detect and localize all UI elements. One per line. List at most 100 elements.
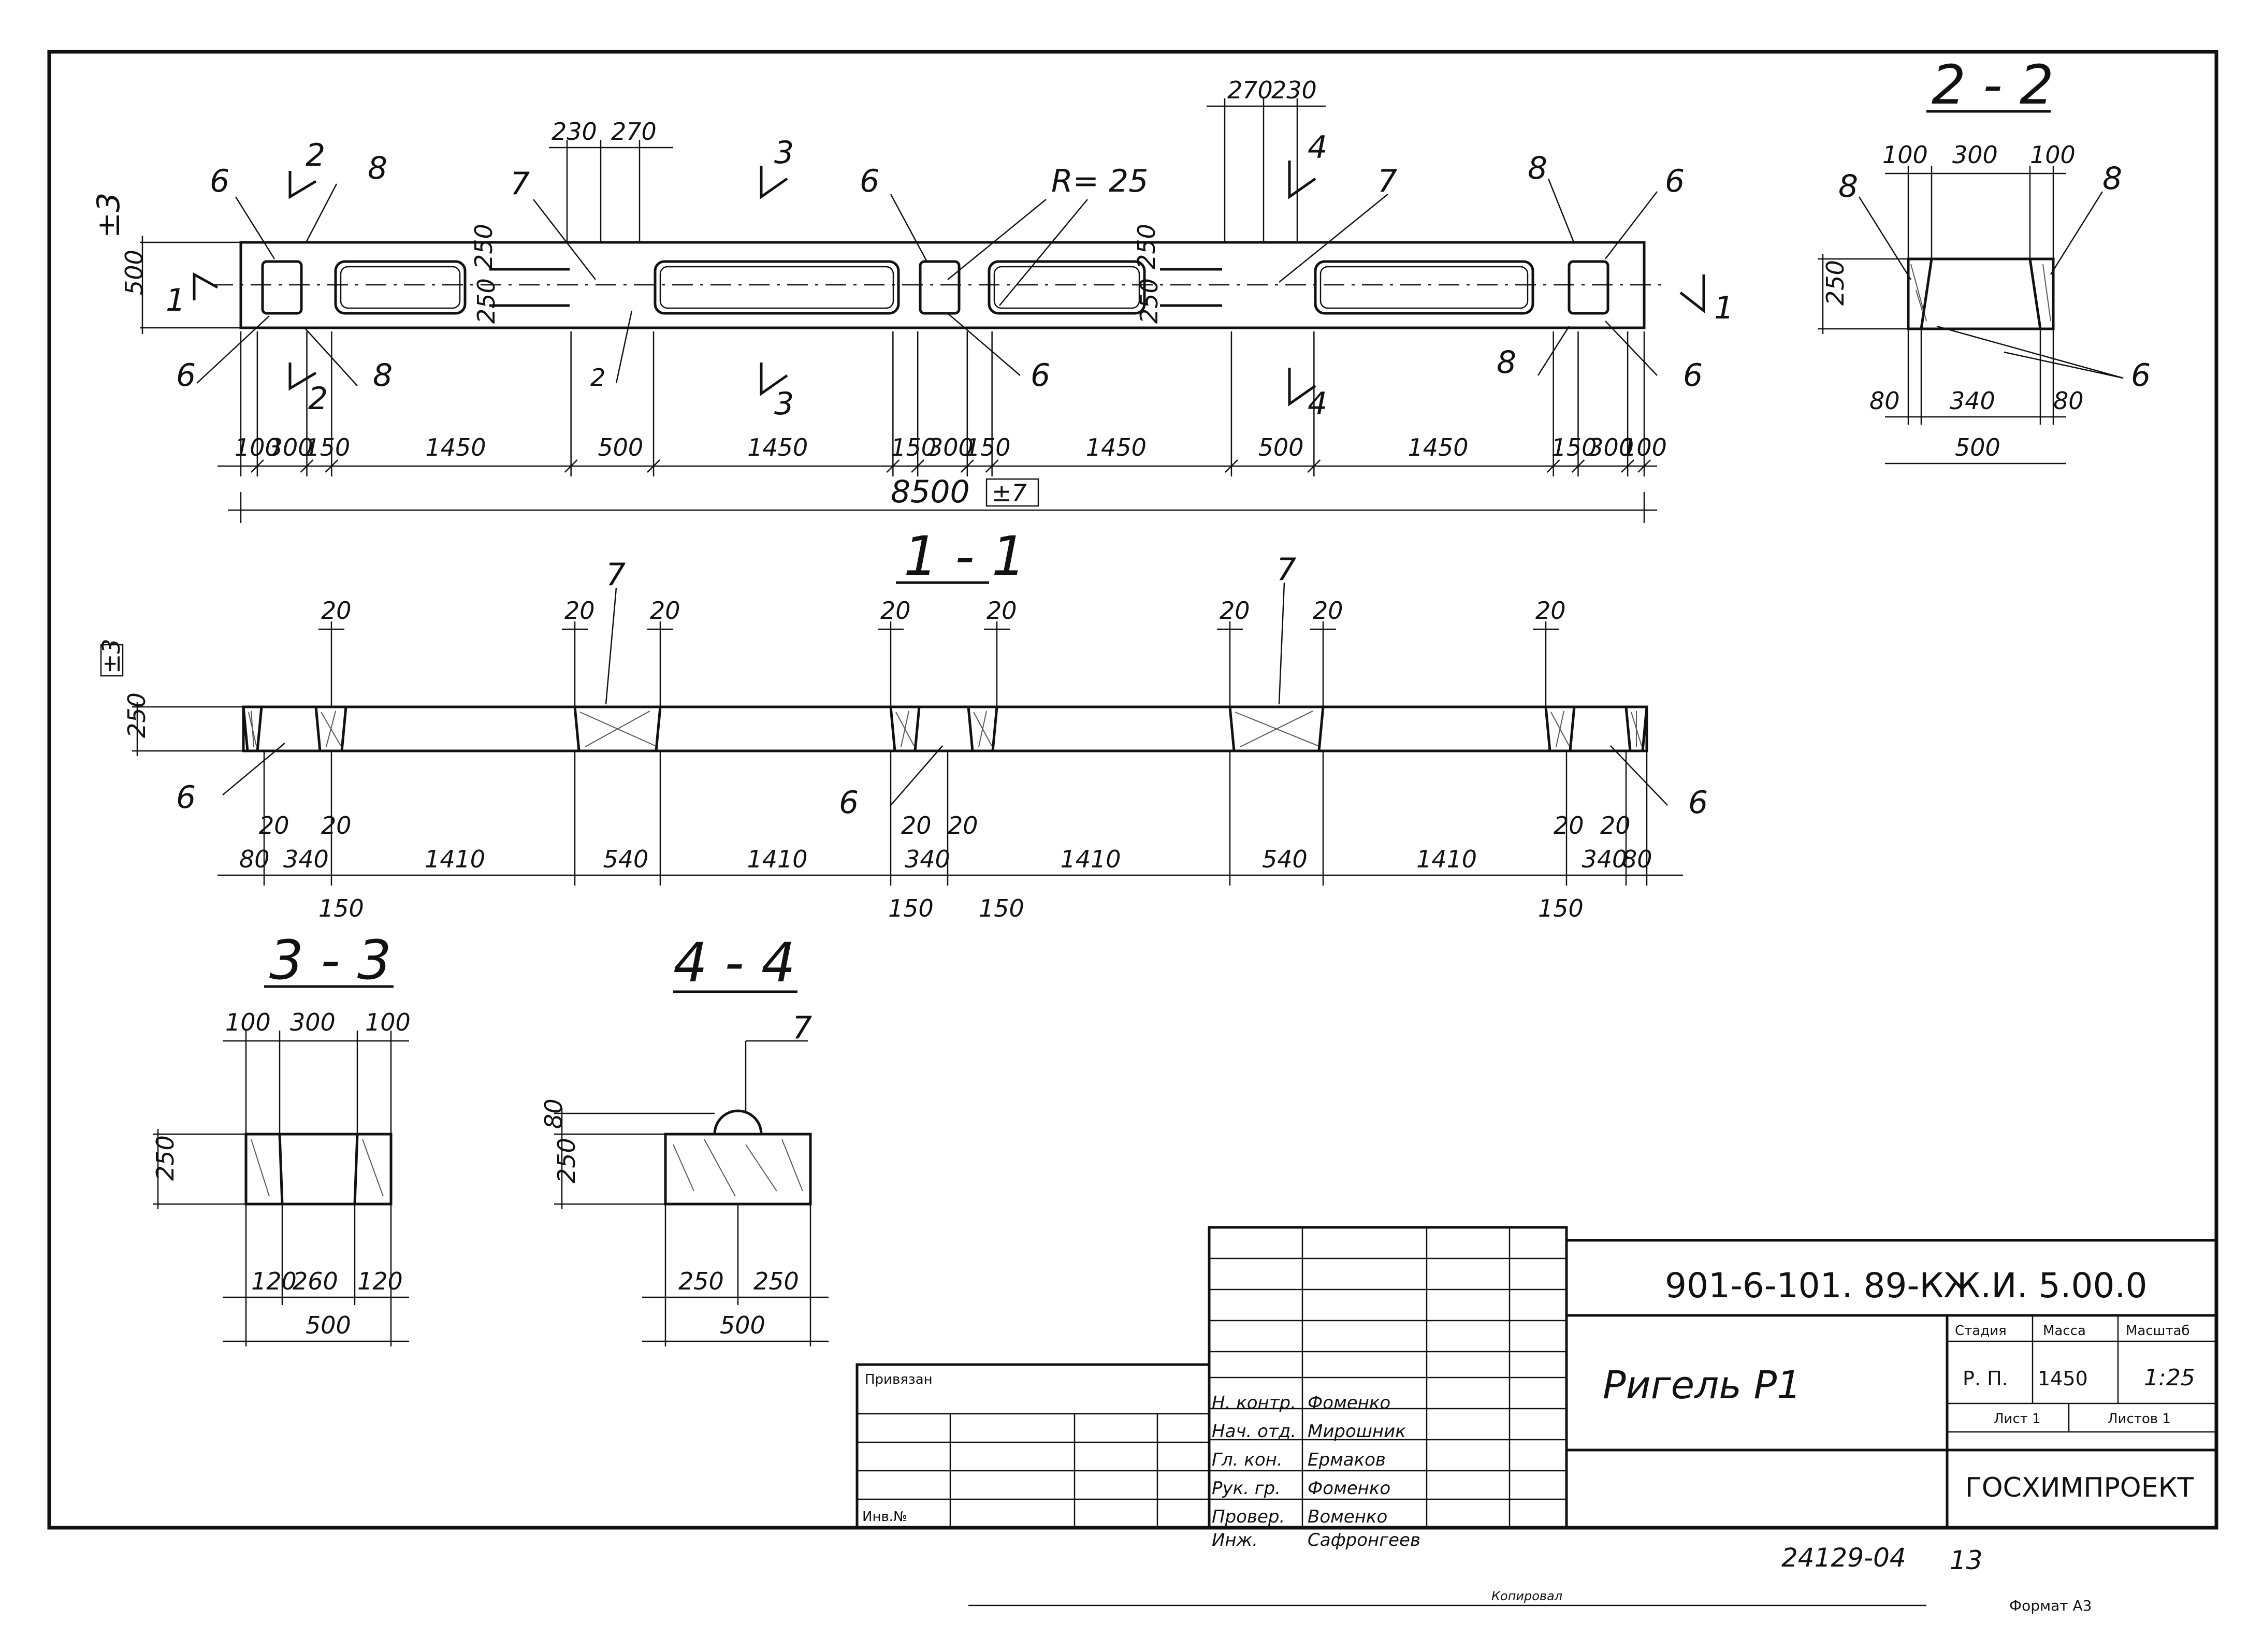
sec11-mark-6-b: 6 xyxy=(839,785,859,821)
tb-name-5: Сафронгеев xyxy=(1308,1530,1420,1550)
sec11-solid-1 xyxy=(314,705,347,752)
socket-left xyxy=(261,260,303,315)
plan-mark-2-bot: 2 xyxy=(308,381,328,417)
void-2 xyxy=(654,260,900,315)
plan-top-right-b: 230 xyxy=(1271,76,1317,104)
tb-sheets: Листов 1 xyxy=(2108,1411,2171,1427)
plan-mark-6-d: 6 xyxy=(1031,357,1050,394)
tb-role-5: Инж. xyxy=(1212,1530,1258,1550)
section-3-3: 3 - 3 250 100 300 100 120 260 120 500 xyxy=(151,929,411,1346)
plan-height-lower-2: 250 xyxy=(1135,278,1163,324)
sec11-dim-4: 1410 xyxy=(747,845,808,873)
plan-dim-5: 1450 xyxy=(747,433,808,461)
sec22-title: 2 - 2 xyxy=(1932,53,2054,117)
tb-role-0: Н. контр. xyxy=(1212,1393,1296,1413)
sec22-height: 250 xyxy=(1821,260,1849,306)
plan-tolerance-height: ±3 xyxy=(91,193,127,238)
sec22-body xyxy=(1907,257,2055,330)
sec11-solid-3 xyxy=(889,705,921,752)
tb-name-4: Воменко xyxy=(1308,1506,1387,1527)
tb-name-1: Мирошник xyxy=(1308,1421,1406,1442)
socket-right xyxy=(1568,260,1609,315)
footer-page: 13 xyxy=(1950,1545,1983,1575)
sec44-mark-7: 7 xyxy=(792,1010,812,1046)
plan-height-upper: 250 xyxy=(470,224,498,269)
plan-mark-6-e: 6 xyxy=(1665,163,1685,199)
footer-copied: Копировал xyxy=(1491,1589,1562,1603)
tb-role-2: Гл. кон. xyxy=(1212,1450,1283,1470)
plan-dim-14: 100 xyxy=(1621,433,1667,461)
footer-number: 24129-04 xyxy=(1781,1543,1906,1573)
sec11-solid-4 xyxy=(967,705,998,752)
tb-role-4: Провер. xyxy=(1212,1506,1285,1527)
plan-total-tolerance: ±7 xyxy=(992,479,1027,507)
socket-middle xyxy=(919,260,961,315)
tb-scale-label: Масштаб xyxy=(2126,1323,2190,1339)
plan-total-length: 8500 xyxy=(891,474,970,510)
plan-mark-8-b: 8 xyxy=(373,357,393,394)
tb-inv: Инв.№ xyxy=(862,1509,907,1525)
sec11-dim-1: 340 xyxy=(283,845,329,873)
plan-dim-1: 300 xyxy=(268,433,313,461)
sec33-total: 500 xyxy=(306,1311,351,1339)
sec11-solid-5 xyxy=(1228,705,1325,752)
sec22-top-b: 300 xyxy=(1952,141,1998,169)
plan-mark-8-c: 8 xyxy=(1528,150,1547,186)
sec22-total: 500 xyxy=(1955,433,2000,461)
tb-role-3: Рук. гр. xyxy=(1212,1478,1281,1499)
sec11-gap-1: 20 xyxy=(564,597,595,625)
sec11-mark-7-a: 7 xyxy=(606,557,626,593)
sec11-title: 1 - 1 xyxy=(904,525,1026,588)
plan-height-lower: 250 xyxy=(472,278,500,324)
section-2-2: 2 - 2 250 100 300 100 80 340 80 500 8 8 … xyxy=(1818,53,2151,465)
sec11-dim-3: 540 xyxy=(603,845,649,873)
tb-role-1: Нач. отд. xyxy=(1212,1421,1296,1442)
sec11-small20-e: 20 xyxy=(1554,811,1584,839)
plan-dim-8: 150 xyxy=(965,433,1011,461)
sec33-body xyxy=(244,1133,393,1206)
tb-privyazan: Привязан xyxy=(865,1372,933,1387)
sec11-solid-7 xyxy=(1624,705,1648,752)
plan-dim-6: 150 xyxy=(891,433,936,461)
sec44-total: 500 xyxy=(720,1311,765,1339)
void-4 xyxy=(1314,260,1534,315)
plan-mark-8-a: 8 xyxy=(368,150,387,186)
sec11-gap-4: 20 xyxy=(987,597,1017,625)
tb-name-0: Фоменко xyxy=(1308,1393,1390,1413)
plan-mark-4-bot: 4 xyxy=(1308,386,1327,422)
sec11-gap-7: 20 xyxy=(1535,597,1566,625)
sec11-mark-6-a: 6 xyxy=(176,779,196,816)
plan-dim-3: 1450 xyxy=(426,433,486,461)
sec11-dim-9: 340 xyxy=(1582,845,1628,873)
footer-format: Формат А3 xyxy=(2009,1597,2092,1614)
sec22-bot-b: 340 xyxy=(1950,387,1995,415)
sec11-gap-3: 20 xyxy=(880,597,911,625)
sec11-dim150-c: 150 xyxy=(979,894,1024,922)
plan-dim-4: 500 xyxy=(598,433,643,461)
sec11-small20-d: 20 xyxy=(948,811,978,839)
sec44-bot-a: 250 xyxy=(678,1267,724,1295)
plan-radius-label: R= 25 xyxy=(1051,163,1148,199)
plan-top-left-a: 230 xyxy=(552,118,597,146)
sec44-bump: 80 xyxy=(540,1098,568,1129)
plan-dim-7: 300 xyxy=(928,433,974,461)
sec11-dim-6: 1410 xyxy=(1061,845,1121,873)
plan-mark-1-right: 1 xyxy=(1714,290,1734,326)
plan-mark-8-d: 8 xyxy=(1497,344,1516,381)
sec11-height: 250 xyxy=(123,692,151,738)
sec33-title: 3 - 3 xyxy=(269,929,391,992)
sec11-solid-2 xyxy=(573,705,662,752)
tb-name-3: Фоменко xyxy=(1308,1478,1390,1499)
sec44-title: 4 - 4 xyxy=(673,931,795,994)
sec22-mark-6: 6 xyxy=(2131,357,2151,394)
plan-dim-2: 150 xyxy=(304,433,350,461)
sec11-solid-6 xyxy=(1544,705,1576,752)
plan-mark-3-top: 3 xyxy=(774,135,794,171)
plan-height-total: 500 xyxy=(120,250,148,295)
sec11-solid-0 xyxy=(242,705,263,752)
plan-mark-7-a: 7 xyxy=(510,166,530,202)
sec11-dim-10: 80 xyxy=(1622,845,1652,873)
sec11-gap-0: 20 xyxy=(321,597,352,625)
